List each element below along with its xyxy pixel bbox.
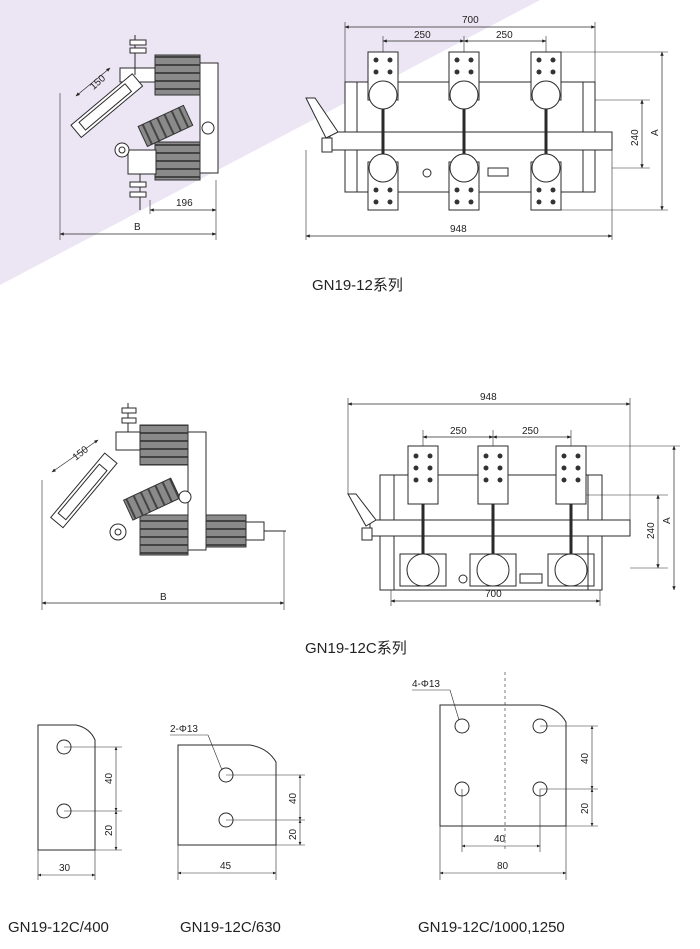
phase-right <box>530 51 562 211</box>
terminal-630-dim-20: 20 <box>288 828 299 840</box>
phase-left <box>367 51 399 211</box>
terminal-1000-holes-label: 4-Φ13 <box>412 679 440 690</box>
gn19-12-front-dim-250-left: 250 <box>414 30 431 41</box>
terminal-1000-dim-inner: 40 <box>494 834 506 845</box>
gn19-12c-front-dim-250-left: 250 <box>450 426 467 437</box>
gn19-12c-side-view <box>41 403 286 610</box>
phase-c-left <box>399 445 447 587</box>
terminal-1000-caption: GN19-12C/1000,1250 <box>418 919 565 936</box>
gn19-12c-front-dim-700: 700 <box>485 589 502 600</box>
terminal-plate-400 <box>37 724 122 880</box>
terminal-1000-dim-20: 20 <box>580 802 591 814</box>
gn19-12c-front-dim-a: A <box>662 517 673 524</box>
gn19-12-side-view <box>59 35 219 240</box>
gn19-12-caption: GN19-12系列 <box>312 277 403 294</box>
terminal-400-caption: GN19-12C/400 <box>8 919 109 936</box>
gn19-12c-caption: GN19-12C系列 <box>305 640 407 657</box>
gn19-12c-front-dim-250-right: 250 <box>522 426 539 437</box>
gn19-12c-front-view <box>347 398 680 606</box>
gn19-12-side-dim-196: 196 <box>176 198 193 209</box>
gn19-12c-front-dim-240: 240 <box>646 522 657 539</box>
terminal-630-dim-width: 45 <box>220 861 232 872</box>
phase-c-right <box>547 445 595 587</box>
terminal-plate-1000-1250 <box>412 672 598 880</box>
gn19-12-front-dim-a: A <box>650 129 661 136</box>
terminal-1000-dim-40: 40 <box>580 752 591 764</box>
terminal-400-dim-20: 20 <box>104 824 115 836</box>
gn19-12-front-dim-700: 700 <box>462 15 479 26</box>
phase-c-middle <box>469 445 517 587</box>
terminal-400-dim-width: 30 <box>59 863 71 874</box>
gn19-12c-front-dim-948: 948 <box>480 392 497 403</box>
terminal-630-dim-40: 40 <box>288 792 299 804</box>
terminal-plate-630 <box>170 734 305 880</box>
terminal-1000-dim-width: 80 <box>497 861 509 872</box>
terminal-400-dim-40: 40 <box>104 772 115 784</box>
gn19-12-front-dim-948: 948 <box>450 224 467 235</box>
gn19-12-side-dim-150: 150 <box>88 73 108 93</box>
terminal-630-holes-label: 2-Φ13 <box>170 724 198 735</box>
gn19-12-side-dim-b: B <box>134 222 141 233</box>
gn19-12c-side-dim-b: B <box>160 592 167 603</box>
gn19-12-front-view <box>305 22 668 240</box>
gn19-12-front-dim-240: 240 <box>630 129 641 146</box>
terminal-630-caption: GN19-12C/630 <box>180 919 281 936</box>
gn19-12-front-dim-250-right: 250 <box>496 30 513 41</box>
phase-middle <box>448 51 480 211</box>
